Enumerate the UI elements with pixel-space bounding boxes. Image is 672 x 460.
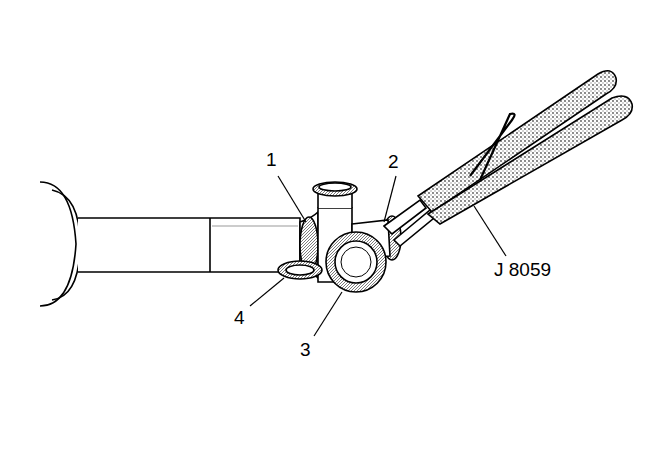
callout-number: 3 — [300, 340, 311, 359]
callout-number: 1 — [266, 150, 277, 169]
shaft — [40, 182, 318, 306]
snap-ring-pliers — [384, 71, 632, 246]
callout-number: 4 — [234, 308, 245, 327]
universal-joint — [278, 182, 401, 292]
callout-number: 2 — [388, 152, 399, 171]
tool-label: J 8059 — [494, 260, 551, 279]
leader-lines — [250, 176, 506, 336]
